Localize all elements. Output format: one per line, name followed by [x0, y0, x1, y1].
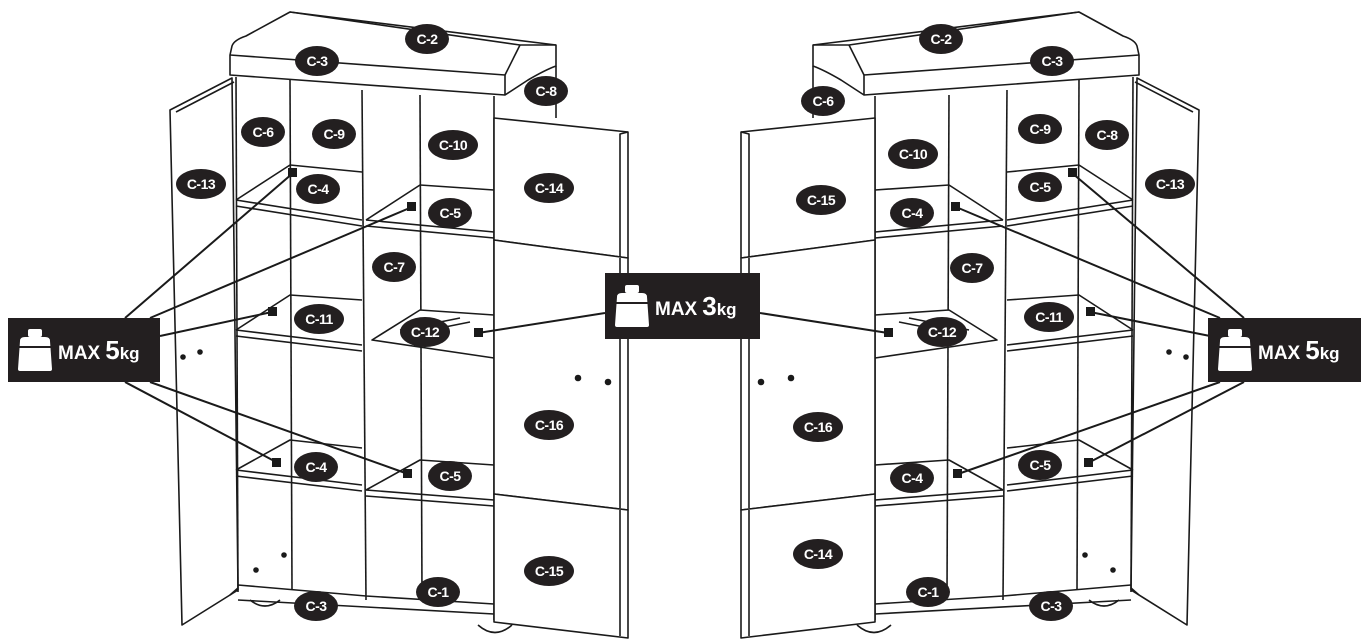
- part-label-badge: C-12: [400, 317, 450, 347]
- max-load-value: 5: [1305, 334, 1320, 365]
- part-label-badge: C-5: [428, 198, 472, 228]
- part-label-badge: C-16: [524, 410, 574, 440]
- part-label-badge: C-2: [919, 24, 963, 54]
- max-load-prefix: MAX: [58, 342, 101, 364]
- part-label-badge: C-12: [917, 317, 967, 347]
- max-load-prefix: MAX: [655, 298, 698, 320]
- part-label-badge: C-8: [524, 76, 568, 106]
- max-load-unit: kg: [1319, 343, 1340, 363]
- weight-icon: [615, 285, 649, 327]
- left-cabinet: [169, 11, 629, 639]
- part-label-badge: C-7: [950, 253, 994, 283]
- max-load-prefix: MAX: [1258, 342, 1301, 364]
- part-label-badge: C-5: [1018, 172, 1062, 202]
- part-label-badge: C-16: [793, 412, 843, 442]
- part-label-badge: C-10: [428, 130, 478, 160]
- part-label-badge: C-4: [890, 463, 934, 493]
- max-load-unit: kg: [716, 299, 737, 319]
- part-label-badge: C-6: [801, 86, 845, 116]
- part-label-badge: C-5: [428, 461, 472, 491]
- max-load-value: 3: [702, 290, 717, 321]
- part-label-badge: C-11: [294, 304, 344, 334]
- part-label-badge: C-14: [793, 539, 843, 569]
- part-label-badge: C-13: [176, 169, 226, 199]
- part-label-badge: C-13: [1145, 169, 1195, 199]
- part-label-badge: C-3: [295, 46, 339, 76]
- part-label-badge: C-4: [890, 198, 934, 228]
- part-label-badge: C-14: [524, 173, 574, 203]
- part-label-badge: C-9: [312, 119, 356, 149]
- part-label-badge: C-3: [1029, 591, 1073, 621]
- weight-icon: [1218, 329, 1252, 371]
- part-label-badge: C-4: [294, 452, 338, 482]
- part-label-badge: C-15: [524, 556, 574, 586]
- part-label-badge: C-3: [294, 591, 338, 621]
- max-load-unit: kg: [119, 343, 140, 363]
- part-label-badge: C-4: [296, 174, 340, 204]
- part-label-badge: C-1: [416, 577, 460, 607]
- part-label-badge: C-15: [796, 185, 846, 215]
- part-label-badge: C-5: [1018, 450, 1062, 480]
- load-anchor-squares: [268, 168, 1095, 478]
- weight-icon: [18, 329, 52, 371]
- max-load-value: 5: [105, 334, 120, 365]
- part-label-badge: C-3: [1030, 46, 1074, 76]
- part-label-badge: C-2: [405, 24, 449, 54]
- part-label-badge: C-9: [1018, 114, 1062, 144]
- load-leader-lines: [124, 172, 1245, 475]
- part-label-badge: C-10: [888, 139, 938, 169]
- part-label-badge: C-1: [906, 577, 950, 607]
- part-label-badge: C-6: [241, 117, 285, 147]
- part-label-badge: C-7: [372, 252, 416, 282]
- part-label-badge: C-11: [1024, 302, 1074, 332]
- part-label-badge: C-8: [1085, 120, 1129, 150]
